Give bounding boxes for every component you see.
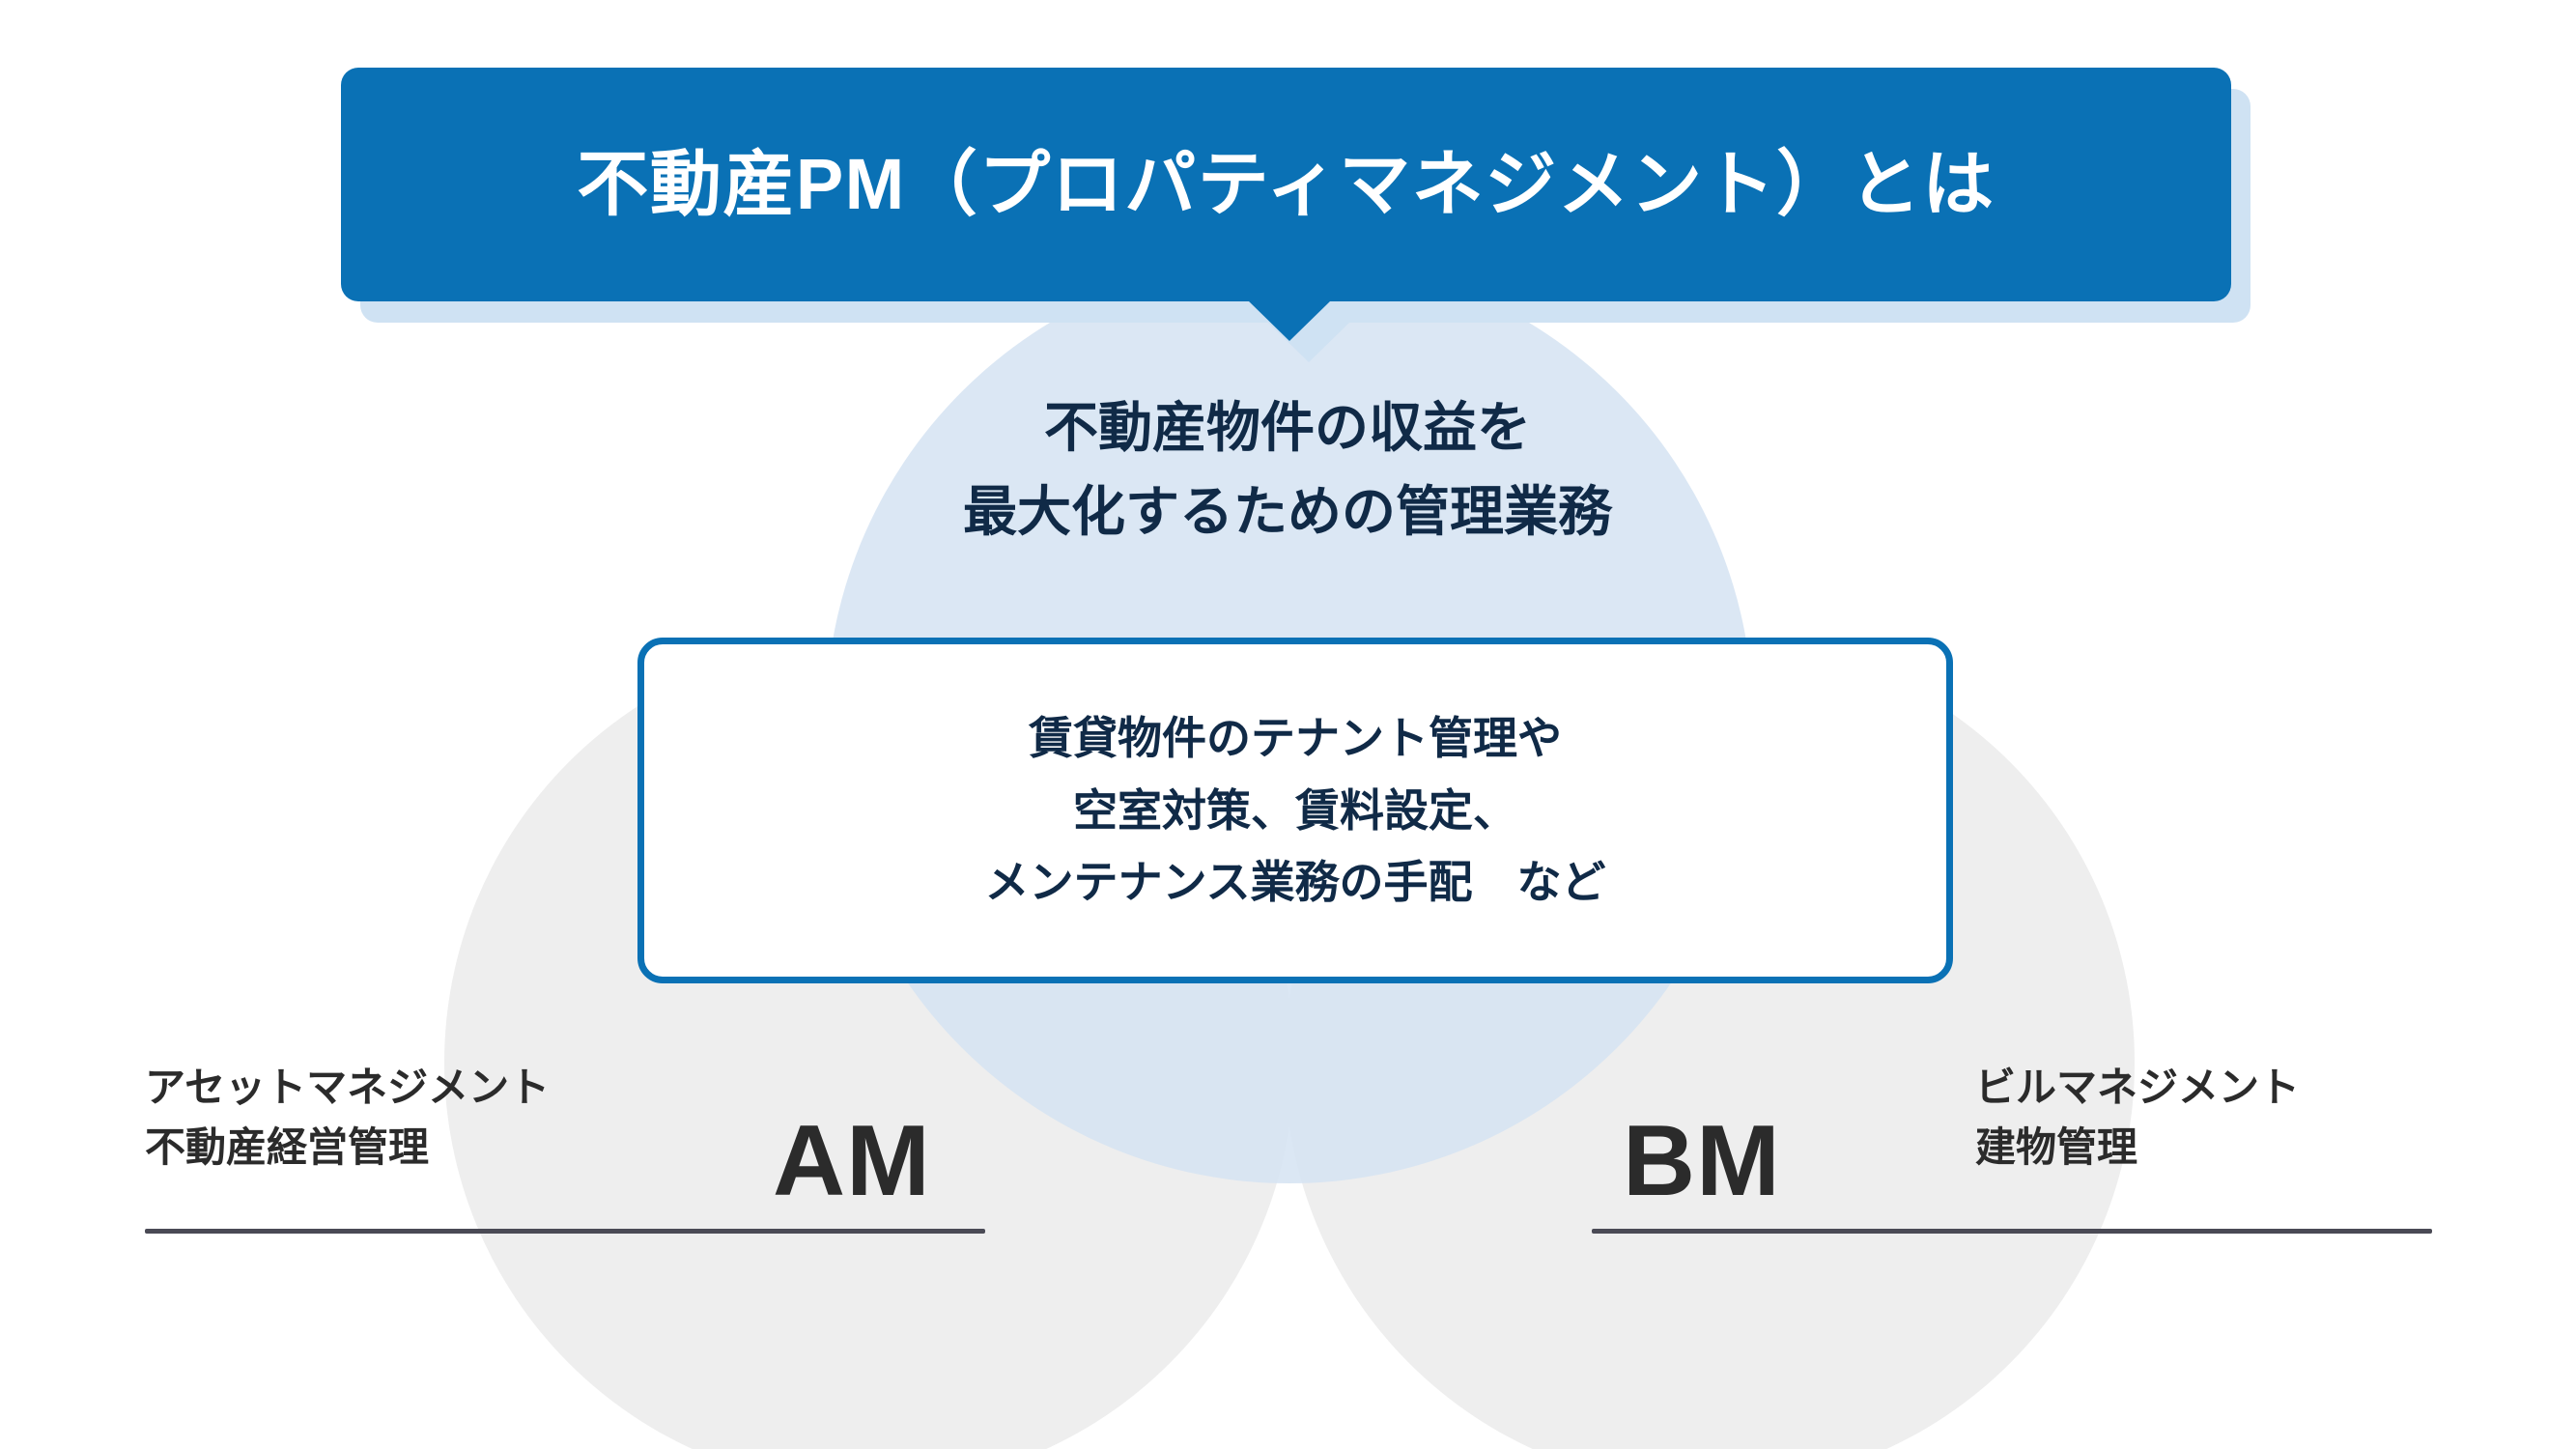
page-title: 不動産PM（プロパティマネジメント）とは — [577, 144, 1996, 225]
pm-summary-line-2: 最大化するための管理業務 — [963, 480, 1612, 542]
bm-underline — [1592, 1229, 2432, 1234]
am-label-description: 不動産経営管理 — [145, 1124, 430, 1171]
chevron-down-icon — [1248, 300, 1331, 341]
header-banner: 不動産PM（プロパティマネジメント）とは — [341, 68, 2231, 301]
bm-abbreviation: BM — [1623, 1105, 1781, 1217]
am-label: アセットマネジメント 不動産経営管理 — [145, 1058, 550, 1178]
pm-summary: 不動産物件の収益を 最大化するための管理業務 — [708, 386, 1867, 554]
am-label-name: アセットマネジメント — [145, 1065, 551, 1110]
am-abbreviation: AM — [773, 1105, 931, 1217]
bm-label: ビルマネジメント 建物管理 — [1975, 1058, 2300, 1178]
am-underline — [145, 1229, 985, 1234]
bm-label-description: 建物管理 — [1975, 1124, 2138, 1171]
detail-line-3: メンテナンス業務の手配 など — [984, 857, 1606, 908]
pm-summary-line-1: 不動産物件の収益を — [1044, 397, 1531, 458]
detail-line-1: 賃貸物件のテナント管理や — [1029, 713, 1562, 764]
detail-line-2: 空室対策、賃料設定、 — [1073, 784, 1517, 836]
pm-detail-card: 賃貸物件のテナント管理や 空室対策、賃料設定、 メンテナンス業務の手配 など — [637, 638, 1953, 983]
bm-label-name: ビルマネジメント — [1975, 1065, 2301, 1110]
